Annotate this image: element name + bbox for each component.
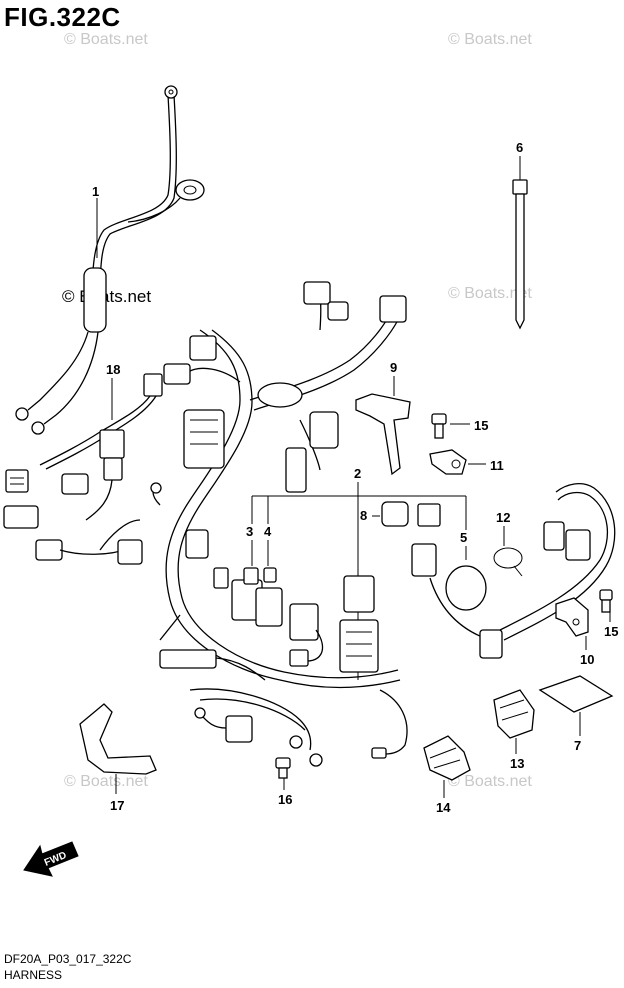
callout-8: 8 xyxy=(360,508,367,523)
callout-2: 2 xyxy=(354,466,361,481)
callout-10: 10 xyxy=(580,652,594,667)
watermark: © Boats.net xyxy=(448,31,532,48)
part-10-bracket: 10 xyxy=(555,597,594,667)
watermark: © Boats.net xyxy=(64,773,148,790)
callout-14: 14 xyxy=(436,800,451,815)
part-15-bolt-lower: 15 xyxy=(599,589,618,639)
watermark: © Boats.net xyxy=(64,31,148,48)
callout-15: 15 xyxy=(474,418,488,433)
part-12-clip: 12 xyxy=(493,510,523,577)
figure-code: DF20A_P03_017_322C xyxy=(4,952,132,966)
callout-3: 3 xyxy=(246,524,253,539)
callout-9: 9 xyxy=(390,360,397,375)
part-8-boot: 8 xyxy=(360,501,441,527)
part-18-sub-harness: 18 xyxy=(5,362,163,521)
figure-name: HARNESS xyxy=(4,968,63,982)
part-17-bracket: 17 xyxy=(79,703,157,813)
right-sub-harness xyxy=(499,482,616,641)
fwd-arrow-icon: FWD xyxy=(23,841,79,877)
callout-17: 17 xyxy=(110,798,124,813)
callout-11: 11 xyxy=(490,458,504,473)
callout-6: 6 xyxy=(516,140,523,155)
part-15-bolt-upper: 15 xyxy=(431,413,488,439)
part-16-bolt: 16 xyxy=(275,757,292,807)
part-6-cable-tie: 6 xyxy=(512,140,528,330)
callout-15: 15 xyxy=(604,624,618,639)
callout-12: 12 xyxy=(496,510,510,525)
part-13-clamp: 13 xyxy=(493,689,535,771)
callout-16: 16 xyxy=(278,792,292,807)
callout-group-2-5: 2 3 4 5 xyxy=(243,466,503,680)
callout-5: 5 xyxy=(460,530,467,545)
figure-title: FIG.322C xyxy=(4,2,121,32)
callout-1: 1 xyxy=(92,184,99,199)
watermark: © Boats.net xyxy=(62,287,151,306)
watermark: © Boats.net xyxy=(448,773,532,790)
part-11-clamp: 11 xyxy=(429,449,504,475)
callout-18: 18 xyxy=(106,362,120,377)
part-14-clamp: 14 xyxy=(423,735,471,815)
part-9-bracket: 9 xyxy=(355,360,411,476)
part-1-battery-cable: 1 xyxy=(15,85,205,435)
watermark: © Boats.net xyxy=(448,285,532,302)
part-7-sheet: 7 xyxy=(538,675,614,753)
callout-7: 7 xyxy=(574,738,581,753)
callout-13: 13 xyxy=(510,756,524,771)
callout-4: 4 xyxy=(264,524,272,539)
main-harness xyxy=(3,281,408,767)
